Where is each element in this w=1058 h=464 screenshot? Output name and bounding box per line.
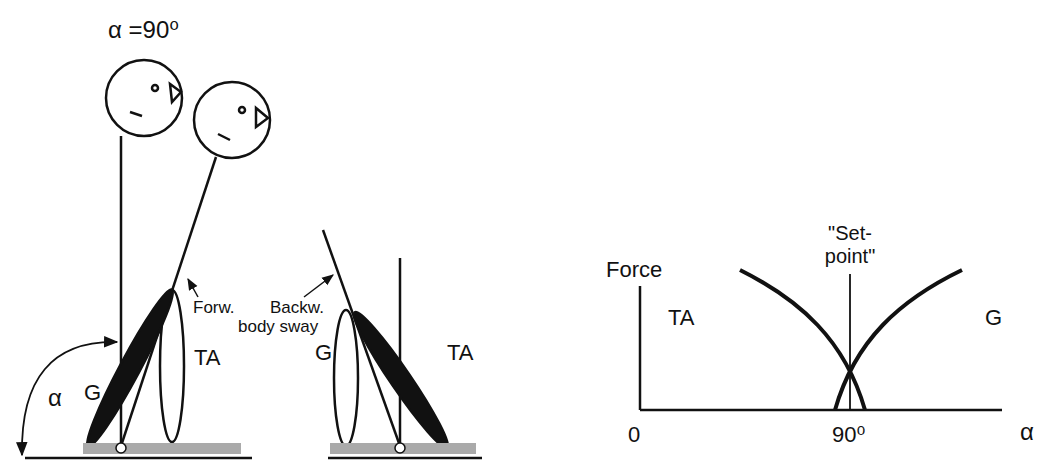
muscle-label: G xyxy=(84,380,101,405)
ankle-joint xyxy=(395,443,405,453)
g-muscle-relaxed xyxy=(334,310,358,446)
ground xyxy=(25,457,252,460)
muscle-label: G xyxy=(315,340,332,365)
x-axis xyxy=(640,409,1002,412)
leader-forward xyxy=(188,279,198,297)
foot xyxy=(330,443,476,454)
axis-title: Force xyxy=(606,257,662,282)
eye xyxy=(239,107,245,113)
ankle-joint xyxy=(116,443,126,453)
curve-label: G xyxy=(985,305,1002,330)
g-muscle-active xyxy=(79,285,180,451)
ground xyxy=(328,457,482,460)
mouth xyxy=(218,134,230,140)
mouth xyxy=(130,112,142,116)
set-point-line xyxy=(849,274,851,410)
axis-tick: 0 xyxy=(628,422,640,447)
beak xyxy=(170,84,181,102)
curve-label: TA xyxy=(668,305,694,330)
sway-label: body sway xyxy=(238,317,318,337)
muscle-label: TA xyxy=(194,345,220,370)
body-backward xyxy=(323,230,400,446)
eye xyxy=(152,85,158,91)
angle-arc xyxy=(22,342,117,455)
beak xyxy=(256,108,268,127)
angle-symbol: α xyxy=(48,384,62,412)
muscle-label: TA xyxy=(447,340,473,365)
axis-title: α xyxy=(1020,418,1034,446)
set-point-label: "Set- point" xyxy=(812,222,888,268)
head-upright xyxy=(106,60,182,136)
axis-tick: 90⁰ xyxy=(832,422,865,447)
leader-backward xyxy=(304,275,333,297)
y-axis xyxy=(639,286,642,410)
ta-force-curve xyxy=(740,270,865,410)
sway-label: Forw. xyxy=(193,298,235,318)
body-vertical-reference xyxy=(399,258,402,446)
angle-title: α =90⁰ xyxy=(108,16,179,44)
head-forward xyxy=(194,82,270,158)
g-force-curve xyxy=(835,270,962,410)
foot xyxy=(83,443,241,454)
ta-muscle-active xyxy=(347,307,456,454)
sway-label: Backw. xyxy=(270,298,324,318)
